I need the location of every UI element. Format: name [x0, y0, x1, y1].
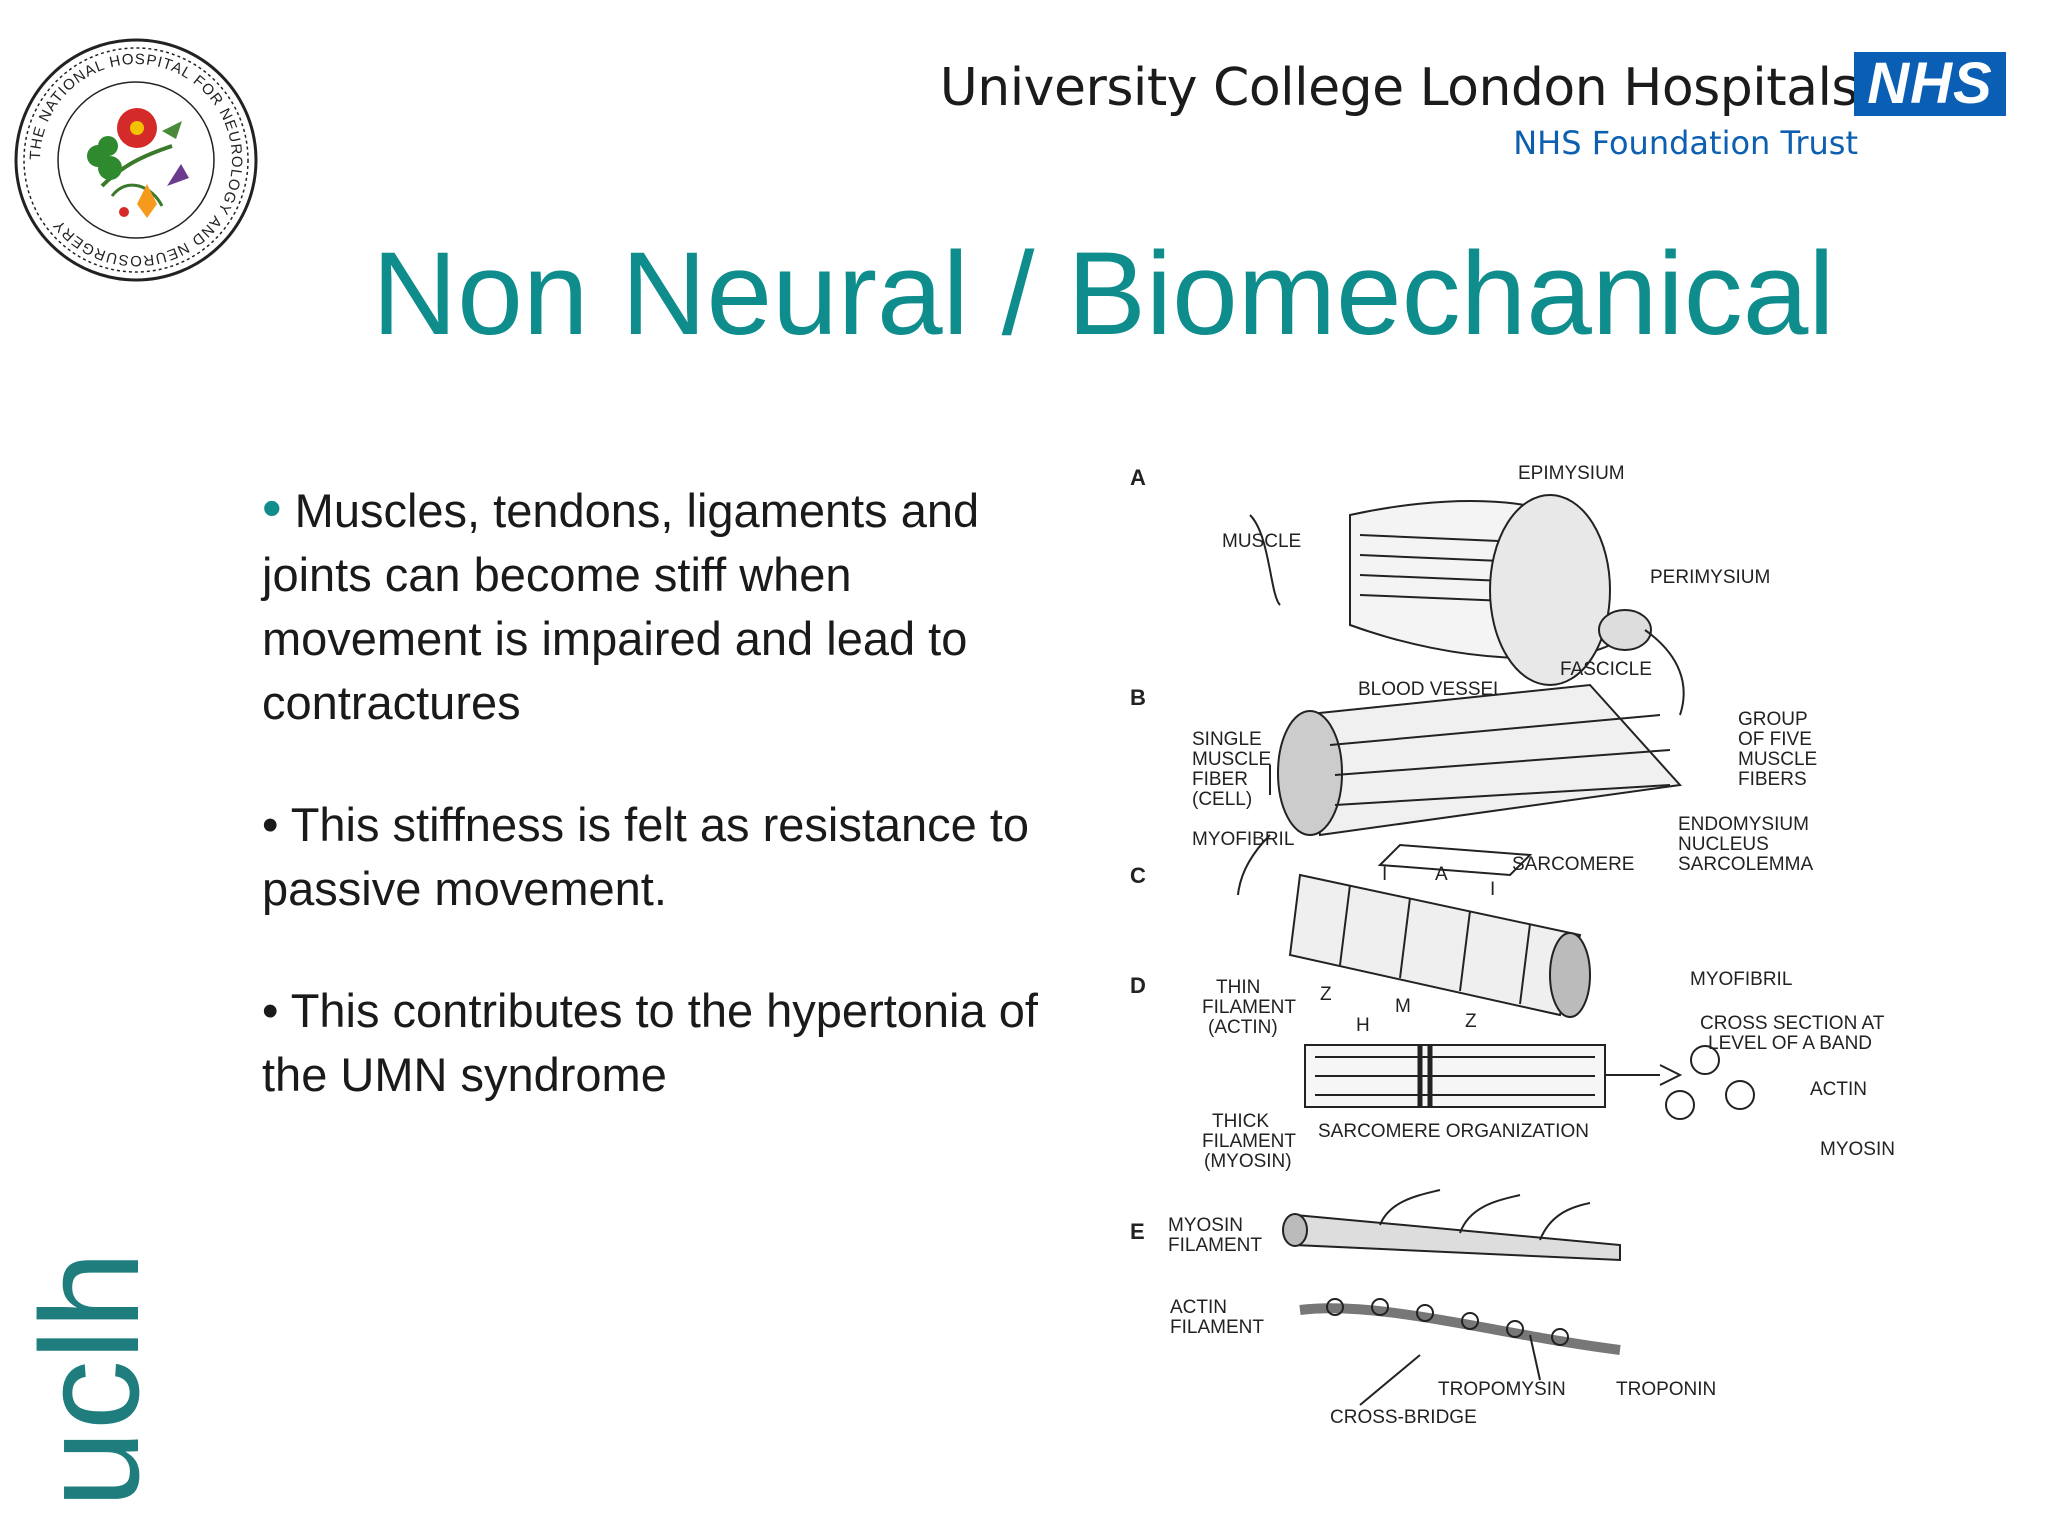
nhs-logo: NHS: [1854, 52, 2006, 116]
label-cross-section: LEVEL OF A BAND: [1708, 1033, 1872, 1054]
label-epimysium: EPIMYSIUM: [1518, 463, 1625, 484]
label-band-m: M: [1395, 996, 1411, 1017]
slide-title: Non Neural / Biomechanical: [372, 228, 1835, 360]
label-myosin-filament: FILAMENT: [1168, 1235, 1262, 1256]
label-myosin: MYOSIN: [1820, 1139, 1895, 1160]
label-single-fiber: FIBER: [1192, 769, 1248, 790]
label-group-five: FIBERS: [1738, 769, 1807, 790]
label-troponin: TROPONIN: [1616, 1379, 1716, 1400]
label-blood-vessel: BLOOD VESSEL: [1358, 679, 1504, 700]
label-thick-filament: THICK: [1212, 1111, 1269, 1132]
panel-label: B: [1130, 685, 1146, 710]
label-band-h: H: [1356, 1015, 1370, 1036]
label-group-five: OF FIVE: [1738, 729, 1812, 750]
label-muscle: MUSCLE: [1222, 531, 1301, 552]
uclh-wordmark: uclh: [11, 1251, 150, 1508]
label-thin-filament: FILAMENT: [1202, 997, 1296, 1018]
bullet-marker: •: [262, 984, 279, 1037]
label-sarcolemma: SARCOLEMMA: [1678, 854, 1813, 875]
label-thick-filament: (MYOSIN): [1204, 1151, 1292, 1172]
label-band-z: Z: [1320, 984, 1332, 1005]
bullet-marker: •: [262, 476, 282, 539]
label-group-five: GROUP: [1738, 709, 1808, 730]
panel-label: E: [1130, 1219, 1145, 1244]
label-group-five: MUSCLE: [1738, 749, 1817, 770]
label-single-fiber: MUSCLE: [1192, 749, 1271, 770]
label-thick-filament: FILAMENT: [1202, 1131, 1296, 1152]
hospital-seal-logo: THE NATIONAL HOSPITAL FOR NEUROLOGY AND …: [12, 36, 260, 284]
uclh-header: University College London Hospitals NHS …: [928, 40, 2048, 170]
label-myofibril: MYOFIBRIL: [1192, 829, 1294, 850]
label-cross-bridge: CROSS-BRIDGE: [1330, 1407, 1477, 1428]
panel-label: D: [1130, 973, 1146, 998]
org-name: University College London Hospitals: [939, 58, 1859, 118]
label-band-a: A: [1435, 864, 1448, 885]
muscle-structure-diagram: A B C D E EPIMYSIUM MUSCLE PERIMYSIUM FA…: [1120, 455, 1920, 1455]
flower-emblem-icon: [87, 108, 189, 218]
panel-label: C: [1130, 863, 1146, 888]
label-thin-filament: THIN: [1216, 977, 1260, 998]
label-single-fiber: (CELL): [1192, 789, 1252, 810]
uclh-side-logo: uclh: [10, 1190, 150, 1520]
bullet-item: • Muscles, tendons, ligaments and joints…: [262, 476, 1082, 735]
org-trust: NHS Foundation Trust: [1513, 124, 1858, 162]
label-actin: ACTIN: [1810, 1079, 1867, 1100]
label-myosin-filament: MYOSIN: [1168, 1215, 1243, 1236]
label-tropomysin: TROPOMYSIN: [1438, 1379, 1566, 1400]
panel-label: A: [1130, 465, 1146, 490]
label-actin-filament: FILAMENT: [1170, 1317, 1264, 1338]
bullet-text: This contributes to the hypertonia of th…: [262, 984, 1038, 1101]
bullet-marker: •: [262, 798, 279, 851]
label-cross-section: CROSS SECTION AT: [1700, 1013, 1885, 1034]
bullet-item: • This contributes to the hypertonia of …: [262, 979, 1082, 1107]
label-fascicle: FASCICLE: [1560, 659, 1652, 680]
label-endomysium: ENDOMYSIUM: [1678, 814, 1809, 835]
label-band-z: Z: [1465, 1011, 1477, 1032]
label-actin-filament: ACTIN: [1170, 1297, 1227, 1318]
label-thin-filament: (ACTIN): [1208, 1017, 1278, 1038]
bullet-text: This stiffness is felt as resistance to …: [262, 798, 1030, 915]
label-sarcomere: SARCOMERE: [1512, 854, 1634, 875]
label-band-i: I: [1382, 864, 1387, 885]
label-perimysium: PERIMYSIUM: [1650, 567, 1770, 588]
label-single-fiber: SINGLE: [1192, 729, 1262, 750]
label-sarcomere-org: SARCOMERE ORGANIZATION: [1318, 1121, 1589, 1142]
bullet-text: Muscles, tendons, ligaments and joints c…: [262, 484, 980, 729]
bullet-item: • This stiffness is felt as resistance t…: [262, 793, 1082, 921]
label-band-i: I: [1490, 879, 1495, 900]
label-nucleus: NUCLEUS: [1678, 834, 1769, 855]
bullet-list: • Muscles, tendons, ligaments and joints…: [262, 476, 1082, 1165]
label-myofibril-d: MYOFIBRIL: [1690, 969, 1792, 990]
